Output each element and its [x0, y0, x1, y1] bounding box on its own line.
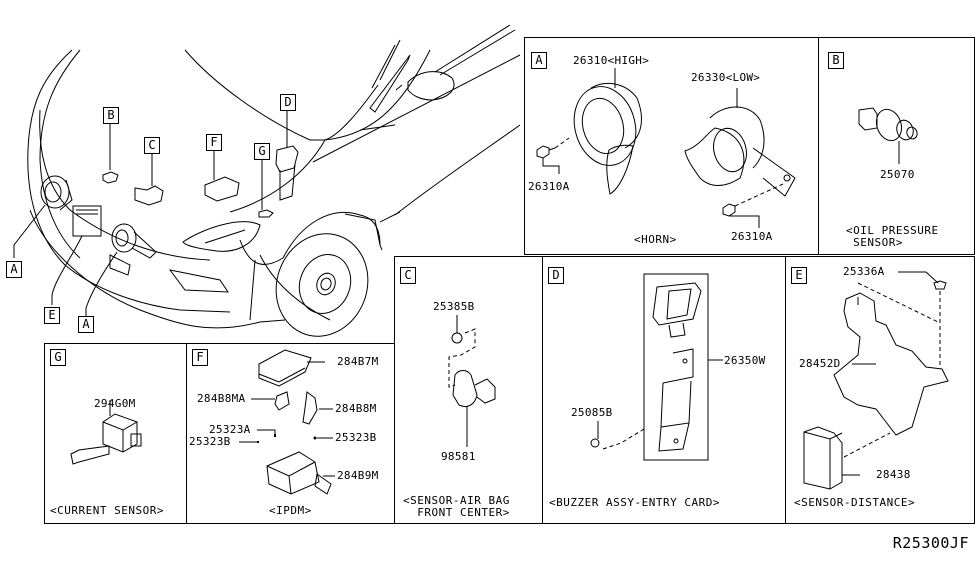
- overview-callout-a-right[interactable]: A: [78, 316, 94, 333]
- panel-e-sensor-distance: E 25336A 28452D 28438 <SENSOR-DISTANCE>: [785, 256, 975, 524]
- part-number-ipdm-bolt-a: 25323A: [209, 423, 251, 436]
- panel-a-caption: <HORN>: [634, 233, 677, 246]
- panel-f-ipdm: F 284B7M 284B8MA 284B8M 25323A 25323B 25…: [186, 343, 395, 524]
- part-number-horn-bolt-left: 26310A: [528, 180, 570, 193]
- overview-callout-d[interactable]: D: [280, 94, 296, 111]
- current-sensor-illustration: [45, 344, 189, 525]
- part-number-ipdm-cover: 284B7M: [337, 355, 379, 368]
- panel-c-caption: <SENSOR-AIR BAG FRONT CENTER>: [403, 494, 510, 519]
- distance-sensor-illustration: [786, 257, 975, 525]
- panel-g-current-sensor: G 294G0M <CURRENT SENSOR>: [44, 343, 188, 524]
- part-number-ipdm-cover-a: 284B8MA: [197, 392, 246, 405]
- panel-b-tag: B: [828, 52, 844, 69]
- panel-g-caption: <CURRENT SENSOR>: [50, 504, 164, 517]
- part-number-buzzer: 26350W: [724, 354, 766, 367]
- panel-f-caption: <IPDM>: [269, 504, 312, 517]
- panel-f-tag: F: [192, 349, 208, 366]
- part-number-horn-high: 26310<HIGH>: [573, 54, 650, 67]
- part-number-buzzer-nut: 25085B: [571, 406, 613, 419]
- part-number-oil-pressure-sensor: 25070: [880, 168, 915, 181]
- part-number-current-sensor: 294G0M: [94, 397, 136, 410]
- overview-callout-f[interactable]: F: [206, 134, 222, 151]
- panel-d-buzzer: D 26350W 25085B <BUZZER ASSY-ENTRY CARD>: [542, 256, 786, 524]
- part-number-airbag-sensor: 98581: [441, 450, 476, 463]
- panel-b-oil-pressure-sensor: B 25070 <OIL PRESSURE SENSOR>: [818, 37, 975, 255]
- panel-d-caption: <BUZZER ASSY-ENTRY CARD>: [549, 496, 720, 509]
- car-outline-drawing: [0, 0, 520, 345]
- part-number-airbag-nut: 25385B: [433, 300, 475, 313]
- panel-b-caption: <OIL PRESSURE SENSOR>: [846, 224, 939, 249]
- buzzer-illustration: [543, 257, 787, 525]
- part-number-ipdm-bracket: 284B8M: [335, 402, 377, 415]
- panel-c-tag: C: [400, 267, 416, 284]
- horn-illustration: [525, 38, 820, 256]
- panel-d-tag: D: [548, 267, 564, 284]
- part-number-ipdm-bolt-b-right: 25323B: [335, 431, 377, 444]
- part-number-ipdm-base: 284B9M: [337, 469, 379, 482]
- panel-c-sensor-airbag: C 25385B 98581 <SENSOR-AIR BAG FRONT CEN…: [394, 256, 543, 524]
- overview-car-illustration: B C F G D A E A: [0, 0, 520, 345]
- part-number-distance-bracket: 28452D: [799, 357, 841, 370]
- part-number-horn-bolt-right: 26310A: [731, 230, 773, 243]
- overview-callout-b[interactable]: B: [103, 107, 119, 124]
- panel-a-horn: A 26310<HIGH> 26330<LOW> 26310A 26310A <…: [524, 37, 819, 255]
- diagram-reference-code: R25300JF: [892, 534, 969, 552]
- panel-e-tag: E: [791, 267, 807, 284]
- overview-callout-a-left[interactable]: A: [6, 261, 22, 278]
- panel-a-tag: A: [531, 52, 547, 69]
- oil-pressure-sensor-illustration: [819, 38, 975, 256]
- part-number-ipdm-bolt-b-left: 25323B: [189, 435, 231, 448]
- overview-callout-e[interactable]: E: [44, 307, 60, 324]
- overview-callout-c[interactable]: C: [144, 137, 160, 154]
- ipdm-illustration: [187, 344, 396, 525]
- part-number-horn-low: 26330<LOW>: [691, 71, 761, 84]
- part-number-distance-bolt: 25336A: [843, 265, 885, 278]
- overview-callout-g[interactable]: G: [254, 143, 270, 160]
- panel-g-tag: G: [50, 349, 66, 366]
- panel-e-caption: <SENSOR-DISTANCE>: [794, 496, 916, 509]
- part-number-distance-sensor: 28438: [876, 468, 911, 481]
- airbag-sensor-illustration: [395, 257, 544, 525]
